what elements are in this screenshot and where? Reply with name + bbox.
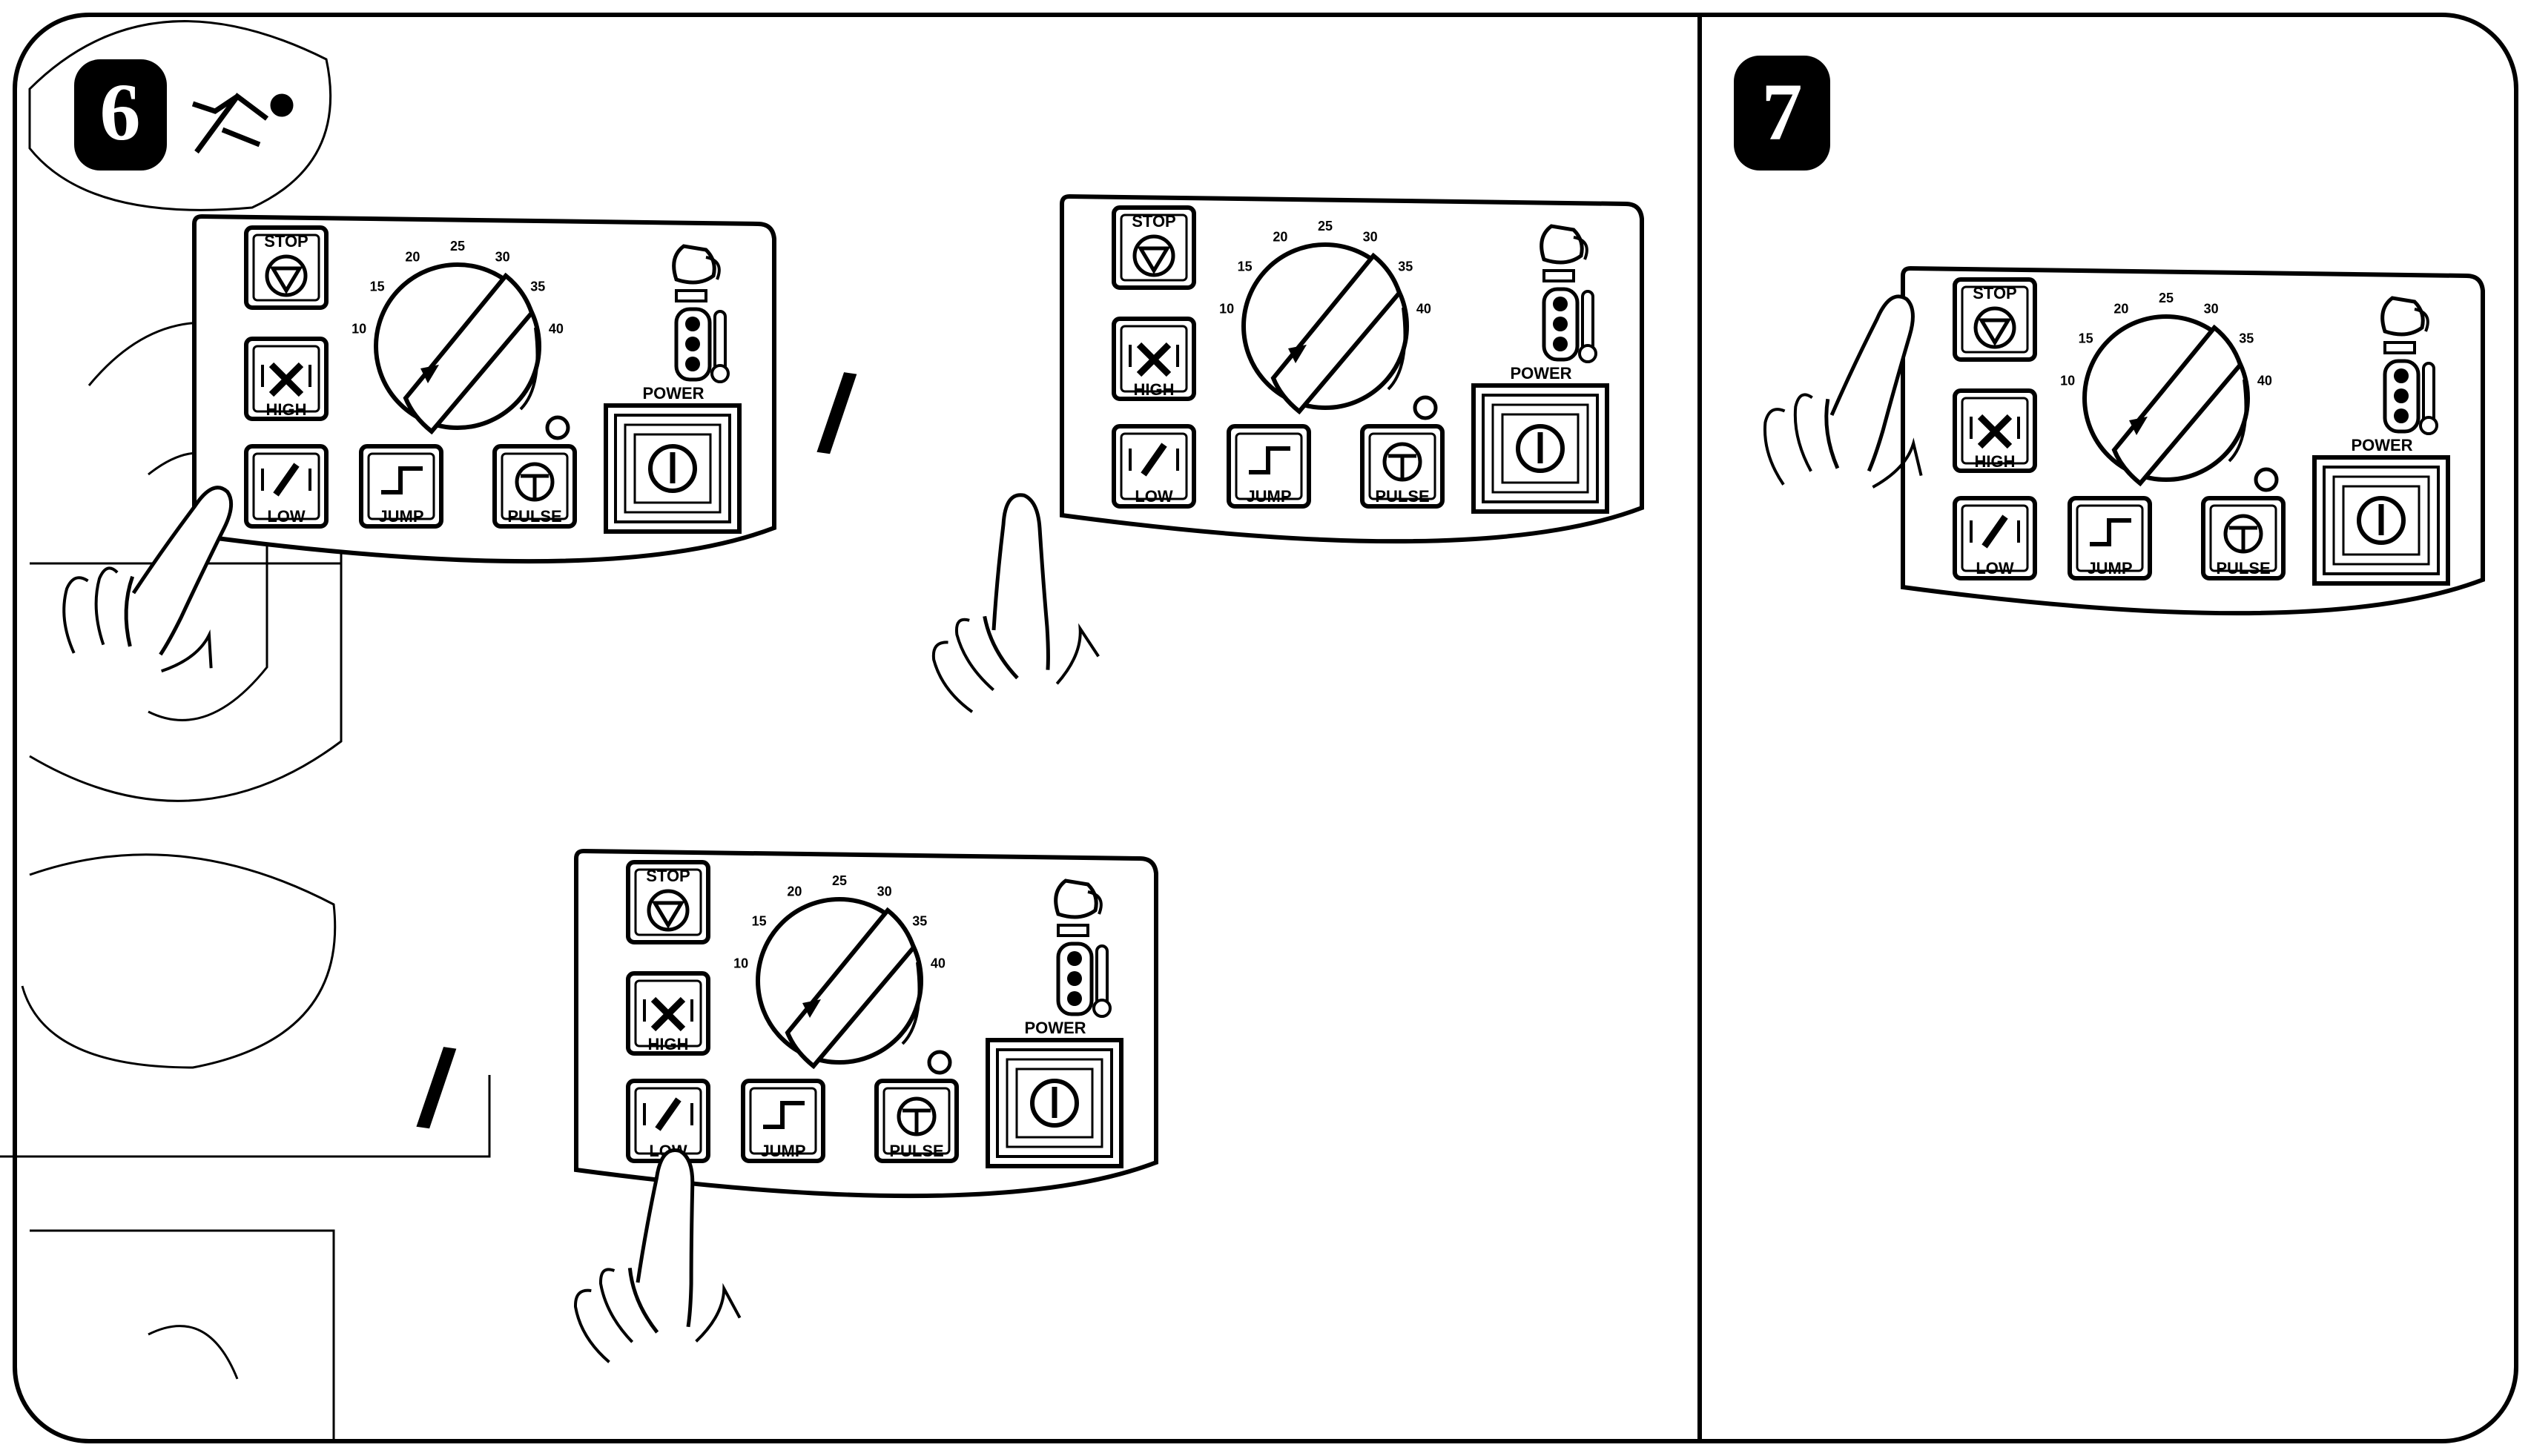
step-6-badge: 6 xyxy=(74,59,167,171)
high-label: HIGH xyxy=(648,1035,689,1053)
dial-scale-label: 30 xyxy=(495,249,510,264)
high-label: HIGH xyxy=(266,400,307,419)
dial-scale-label: 30 xyxy=(1363,229,1378,244)
power-label: POWER xyxy=(2351,436,2412,454)
step-6-number: 6 xyxy=(100,67,141,157)
dial-scale-label: 35 xyxy=(912,913,927,928)
high-label: HIGH xyxy=(1975,452,2016,471)
dial-scale-label: 10 xyxy=(1219,302,1234,317)
pulse-label: PULSE xyxy=(1375,487,1429,506)
pulse-label: PULSE xyxy=(889,1142,943,1160)
dial-scale-label: 15 xyxy=(370,279,385,294)
dial-scale-label: 10 xyxy=(2060,374,2075,388)
power-label: POWER xyxy=(1024,1019,1086,1037)
dial-scale-label: 20 xyxy=(405,249,420,264)
hand-pointing-icon xyxy=(908,490,1149,752)
dial-scale-label: 10 xyxy=(733,956,748,971)
separator-top: / xyxy=(813,350,861,477)
stop-label: STOP xyxy=(646,867,690,885)
dial-scale-label: 25 xyxy=(832,873,847,888)
step-7-badge: 7 xyxy=(1734,56,1830,171)
low-label: LOW xyxy=(1135,487,1173,506)
dial-scale-label: 40 xyxy=(931,956,946,971)
stop-label: STOP xyxy=(1132,212,1176,231)
dial-scale-label: 40 xyxy=(1416,302,1431,317)
dial-scale-label: 15 xyxy=(2079,331,2093,345)
pressing-person-icon xyxy=(193,96,291,152)
dial-scale-label: 20 xyxy=(1273,229,1287,244)
dial-scale-label: 15 xyxy=(1238,259,1253,274)
jump-label: JUMP xyxy=(760,1142,805,1160)
dial-scale-label: 40 xyxy=(2257,374,2272,388)
dial-scale-label: 35 xyxy=(2239,331,2254,345)
power-label: POWER xyxy=(642,384,704,403)
dial-scale-label: 25 xyxy=(2159,291,2174,305)
dial-scale-label: 20 xyxy=(2113,301,2128,316)
jump-label: JUMP xyxy=(1246,487,1291,506)
low-label: LOW xyxy=(267,507,306,526)
step-7-number: 7 xyxy=(1762,67,1803,157)
dial-scale-label: 25 xyxy=(450,239,465,254)
stop-label: STOP xyxy=(1973,284,2017,302)
stop-label: STOP xyxy=(264,232,308,251)
dial-scale-label: 20 xyxy=(787,884,802,899)
dial-scale-label: 15 xyxy=(752,913,767,928)
dial-scale-label: 10 xyxy=(352,322,366,337)
dial-scale-label: 40 xyxy=(549,322,564,337)
low-label: LOW xyxy=(1976,559,2014,578)
jump-label: JUMP xyxy=(378,507,423,526)
pulse-label: PULSE xyxy=(507,507,561,526)
separator-bottom: / xyxy=(412,1025,461,1152)
dial-scale-label: 35 xyxy=(530,279,545,294)
pulse-label: PULSE xyxy=(2216,559,2270,578)
dial-scale-label: 30 xyxy=(2204,301,2219,316)
power-label: POWER xyxy=(1510,364,1571,383)
dial-scale-label: 35 xyxy=(1398,259,1413,274)
high-label: HIGH xyxy=(1134,380,1175,399)
dial-scale-label: 25 xyxy=(1318,219,1333,234)
jump-label: JUMP xyxy=(2087,559,2132,578)
dial-scale-label: 30 xyxy=(877,884,892,899)
